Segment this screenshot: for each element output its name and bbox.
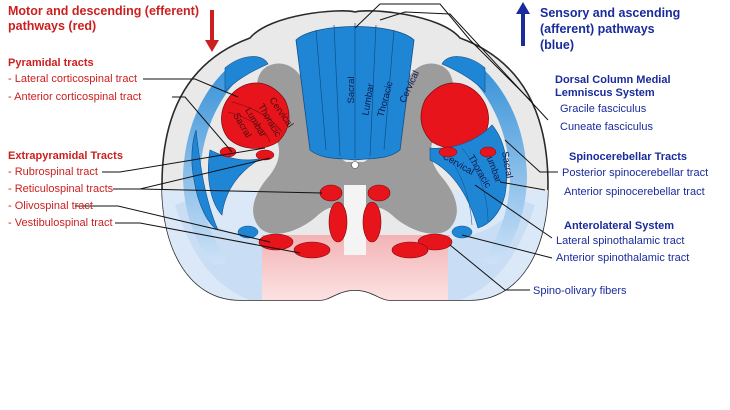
dorsolateral-blue-caps — [224, 56, 486, 93]
anterolateral-heading: Anterolateral System — [564, 220, 675, 232]
anterior-spinothalamic-label: Anterior spinothalamic tract — [556, 252, 690, 264]
motor-pathways-title-line2: pathways (red) — [8, 19, 97, 33]
reticulospinal-label: - Reticulospinal tracts — [8, 183, 114, 195]
anterior-corticospinal-label: - Anterior corticospinal tract — [8, 91, 142, 103]
dorsal-column-heading-line1: Dorsal Column Medial — [555, 74, 671, 86]
right-segment-label-4: Sacral — [499, 151, 515, 179]
lateral-corticospinal-label: - Lateral corticospinal tract — [8, 73, 137, 85]
olivospinal-tract — [258, 233, 453, 251]
leader-lines — [75, 3, 558, 291]
left-lateral-corticospinal-tract: Sacral Lumbar Thoracic Cervical — [221, 82, 295, 149]
sensory-pathways-title-line3: (blue) — [540, 38, 575, 52]
down-arrow-icon — [205, 10, 219, 52]
vestibulospinal-tract — [293, 241, 429, 259]
motor-pathways-title-line1: Motor and descending (efferent) — [8, 4, 199, 18]
left-spinocerebellar-tract — [191, 129, 263, 231]
vestibulospinal-label: - Vestibulospinal tract — [8, 217, 113, 229]
pyramidal-tracts-heading: Pyramidal tracts — [8, 57, 94, 69]
right-lateral-corticospinal-tract — [420, 82, 489, 149]
left-vestibulospinal-tract — [293, 241, 331, 259]
left-reticulospinal-tract — [328, 201, 348, 243]
posterior-spinocerebellar-label: Posterior spinocerebellar tract — [562, 167, 709, 179]
up-arrow-icon — [516, 2, 530, 46]
rubrospinal-tract — [319, 184, 391, 202]
reticulospinal-tract — [328, 201, 382, 243]
left-rubrospinal-tract — [319, 184, 343, 202]
grey-matter — [253, 63, 457, 255]
cuneate-fasciculus-label: Cuneate fasciculus — [560, 121, 653, 133]
olivospinal-label: - Olivospinal tract — [8, 200, 93, 212]
dorsal-column-heading-line2: Lemniscus System — [555, 87, 655, 99]
spinocerebellar-heading: Spinocerebellar Tracts — [569, 151, 687, 163]
right-vestibulospinal-tract — [391, 241, 429, 259]
sensory-pathways-title-line2: (afferent) pathways — [540, 22, 655, 36]
anterior-spinocerebellar-label: Anterior spinocerebellar tract — [564, 186, 705, 198]
rubrospinal-label: - Rubrospinal tract — [8, 166, 98, 178]
left-olivospinal-tract — [258, 233, 294, 251]
right-olivospinal-tract — [417, 233, 453, 251]
gracile-fasciculus-label: Gracile fasciculus — [560, 103, 647, 115]
extrapyramidal-tracts-heading: Extrapyramidal Tracts — [8, 150, 123, 162]
spino-olivary-label: Spino-olivary fibers — [533, 285, 627, 297]
anterior-corticospinal-small — [219, 146, 497, 161]
right-rubrospinal-tract — [367, 184, 391, 202]
lateral-spinothalamic-label: Lateral spinothalamic tract — [556, 235, 685, 247]
sensory-pathways-title-line1: Sensory and ascending — [540, 6, 681, 20]
anterolateral-tracts — [237, 225, 473, 239]
dorsal-segment-label-1: Sacral — [346, 77, 357, 104]
right-reticulospinal-tract — [362, 201, 382, 243]
